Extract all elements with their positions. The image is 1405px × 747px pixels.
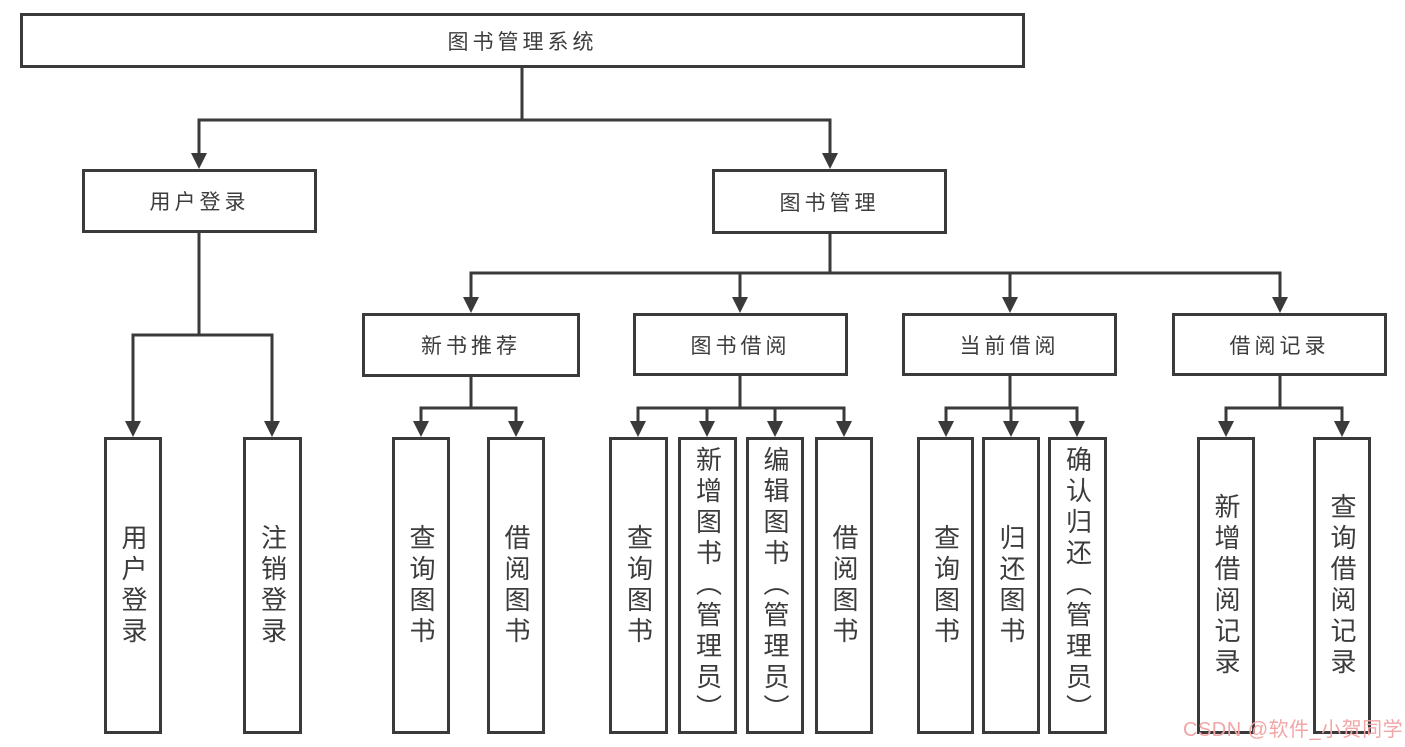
arrowhead bbox=[125, 421, 141, 437]
arrowhead bbox=[938, 421, 954, 437]
arrowhead bbox=[191, 153, 207, 169]
node-root: 图书管理系统 bbox=[20, 13, 1025, 68]
arrowhead bbox=[413, 421, 429, 437]
leaf-return-book: 归还图书 bbox=[982, 437, 1040, 734]
arrowhead bbox=[264, 421, 280, 437]
leaf-borrow-query-books: 查询图书 bbox=[609, 437, 668, 734]
csdn-watermark: CSDN @软件_小贺同学 bbox=[1183, 719, 1404, 741]
arrowhead bbox=[1218, 421, 1234, 437]
leaf-add-book-admin: 新增图书（管理员） bbox=[678, 437, 737, 734]
leaf-edit-book-admin: 编辑图书（管理员） bbox=[746, 437, 804, 734]
node-new-book-recommend: 新书推荐 bbox=[362, 313, 580, 377]
leaf-borrow-borrow-books: 借阅图书 bbox=[815, 437, 873, 734]
node-book-borrow: 图书借阅 bbox=[633, 313, 848, 376]
arrowhead bbox=[1069, 421, 1085, 437]
node-borrow-records: 借阅记录 bbox=[1172, 313, 1387, 376]
arrowhead bbox=[463, 297, 479, 313]
arrowhead bbox=[732, 297, 748, 313]
leaf-recommend-borrow-books: 借阅图书 bbox=[487, 437, 545, 734]
node-book-management: 图书管理 bbox=[712, 169, 947, 234]
leaf-current-query-books: 查询图书 bbox=[917, 437, 974, 734]
arrowhead bbox=[822, 153, 838, 169]
node-current-borrow: 当前借阅 bbox=[902, 313, 1117, 376]
arrowhead bbox=[630, 421, 646, 437]
leaf-recommend-query-books: 查询图书 bbox=[392, 437, 450, 734]
arrowhead bbox=[1272, 297, 1288, 313]
leaf-confirm-return-admin: 确认归还（管理员） bbox=[1048, 437, 1107, 734]
arrowhead bbox=[1003, 421, 1019, 437]
leaf-user-login: 用户登录 bbox=[104, 437, 162, 734]
arrowhead bbox=[1002, 297, 1018, 313]
node-user-login: 用户登录 bbox=[82, 169, 317, 233]
arrowhead bbox=[508, 421, 524, 437]
leaf-logout: 注销登录 bbox=[243, 437, 302, 734]
arrowhead bbox=[699, 421, 715, 437]
arrowhead bbox=[836, 421, 852, 437]
leaf-add-borrow-record: 新增借阅记录 bbox=[1197, 437, 1255, 734]
arrowhead bbox=[1334, 421, 1350, 437]
arrowhead bbox=[767, 421, 783, 437]
leaf-query-borrow-record: 查询借阅记录 bbox=[1313, 437, 1371, 734]
